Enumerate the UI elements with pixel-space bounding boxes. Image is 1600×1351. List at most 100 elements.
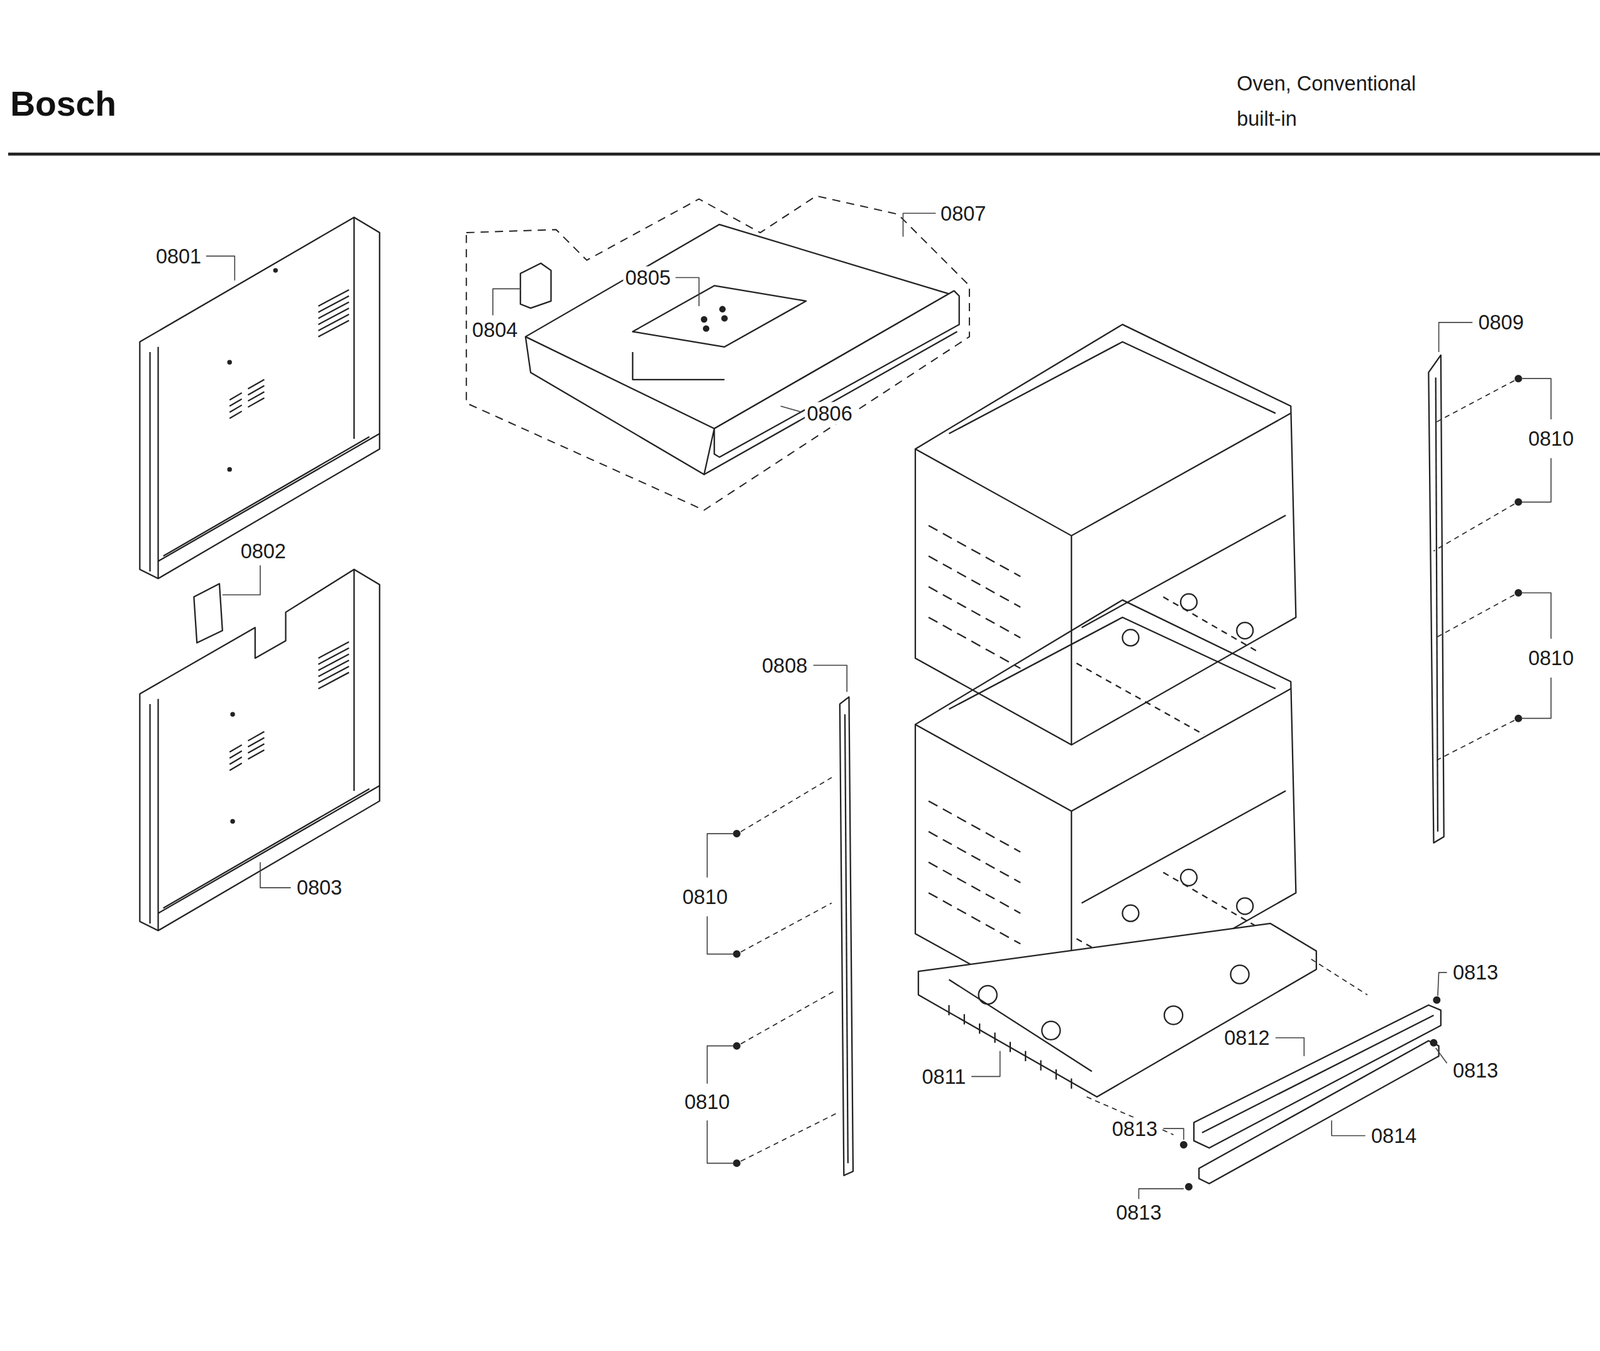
assembly-line <box>740 380 1514 1162</box>
side-panel <box>148 352 151 572</box>
oven-cavity <box>1081 790 1286 904</box>
guide-rail <box>1428 355 1444 844</box>
header-rule <box>8 152 1600 156</box>
callout-number: 0807 <box>938 201 989 225</box>
side-panel <box>139 569 380 932</box>
leader-line <box>1521 592 1551 639</box>
oven-cavity <box>915 324 1296 1021</box>
oven-cavity <box>1163 872 1260 929</box>
side-panel <box>157 347 159 579</box>
oven-cavity <box>1236 897 1253 915</box>
leader-line <box>1435 1048 1448 1064</box>
callout-number: 0814 <box>1369 1124 1419 1148</box>
oven-cavity <box>928 800 1021 944</box>
screw <box>733 375 1522 1190</box>
leader-line <box>707 1120 734 1164</box>
callout-number: 0803 <box>294 876 345 900</box>
leader-line <box>1521 378 1551 420</box>
side-panel <box>229 379 265 419</box>
oven-cavity <box>1163 597 1260 654</box>
oven-cavity <box>1180 594 1198 611</box>
assembly-line <box>1311 959 1368 996</box>
guide-rail <box>1428 355 1444 844</box>
leader-line <box>707 916 734 955</box>
side-panel <box>230 712 234 717</box>
oven-cavity <box>948 342 1275 434</box>
leader-line <box>1521 458 1551 503</box>
top-assembly <box>466 196 970 511</box>
leader-line <box>780 406 803 413</box>
side-panel <box>157 699 159 931</box>
trim-bar <box>1193 1005 1441 1148</box>
callout-number: 0813 <box>1114 1200 1164 1224</box>
base-frame <box>978 985 998 1005</box>
oven-cavity <box>1081 515 1286 629</box>
side-panel <box>163 436 370 557</box>
oven-cavity <box>1071 413 1291 536</box>
callout-number: 0813 <box>1451 961 1501 984</box>
assembly-line <box>740 777 832 832</box>
top-assembly <box>701 316 707 322</box>
callout-number: 0802 <box>238 540 288 563</box>
callout-number: 0810 <box>680 885 730 909</box>
leader-line <box>1521 677 1551 719</box>
callout-number: 0810 <box>682 1090 732 1114</box>
callout-number: 0804 <box>470 318 520 341</box>
callout-number: 0809 <box>1476 311 1526 334</box>
oven-cavity <box>915 448 1072 745</box>
base-frame <box>918 923 1317 1098</box>
cover-plate <box>193 583 222 643</box>
callout-number: 0805 <box>623 266 673 290</box>
leader-line <box>902 213 936 237</box>
screw <box>733 830 740 837</box>
guide-rail <box>839 697 854 1176</box>
oven-cavity <box>928 525 1021 669</box>
assembly-line <box>1433 504 1514 552</box>
model-caption: Oven, Conventional <box>1234 72 1419 95</box>
base-frame <box>1041 1021 1060 1040</box>
oven-cavity <box>1236 622 1253 639</box>
screw <box>1185 1183 1192 1191</box>
assembly-line <box>1433 380 1514 424</box>
header-rule <box>8 153 1600 155</box>
screw <box>1515 499 1522 506</box>
callout-number: 0810 <box>1526 646 1577 670</box>
oven-cavity <box>1071 689 1291 812</box>
screw <box>1515 375 1522 382</box>
oven-cavity <box>1122 905 1139 922</box>
side-panel <box>139 569 380 932</box>
leader-line <box>222 565 261 595</box>
side-panel <box>148 704 151 924</box>
side-panel <box>318 641 349 690</box>
leader-line <box>707 833 734 878</box>
leader-line <box>1331 1120 1366 1136</box>
oven-cavity <box>948 617 1275 710</box>
screw <box>733 1159 740 1167</box>
screw <box>733 951 740 958</box>
side-panel <box>228 360 232 365</box>
top-assembly <box>466 196 970 511</box>
leader-line <box>492 288 521 315</box>
base-frame <box>918 923 1317 1098</box>
callout-number: 0813 <box>1110 1117 1160 1140</box>
top-assembly <box>703 326 709 332</box>
cover-plate <box>193 583 222 643</box>
leader-line <box>1439 322 1474 353</box>
leader-line <box>1437 972 1448 996</box>
side-panel <box>139 217 380 580</box>
top-assembly <box>520 263 552 309</box>
callout-number: 0811 <box>919 1065 968 1089</box>
top-assembly <box>525 224 950 429</box>
leader-line <box>260 862 292 889</box>
leader-line <box>813 665 848 692</box>
callout-number: 0812 <box>1222 1026 1272 1050</box>
callout-number: 0808 <box>760 653 810 677</box>
guide-rail <box>844 714 849 1164</box>
guide-rail <box>839 697 854 1176</box>
side-panel <box>353 217 355 439</box>
base-frame <box>1164 1005 1183 1025</box>
assembly-line <box>740 902 832 952</box>
side-panel <box>228 467 232 471</box>
side-panel <box>139 217 380 580</box>
